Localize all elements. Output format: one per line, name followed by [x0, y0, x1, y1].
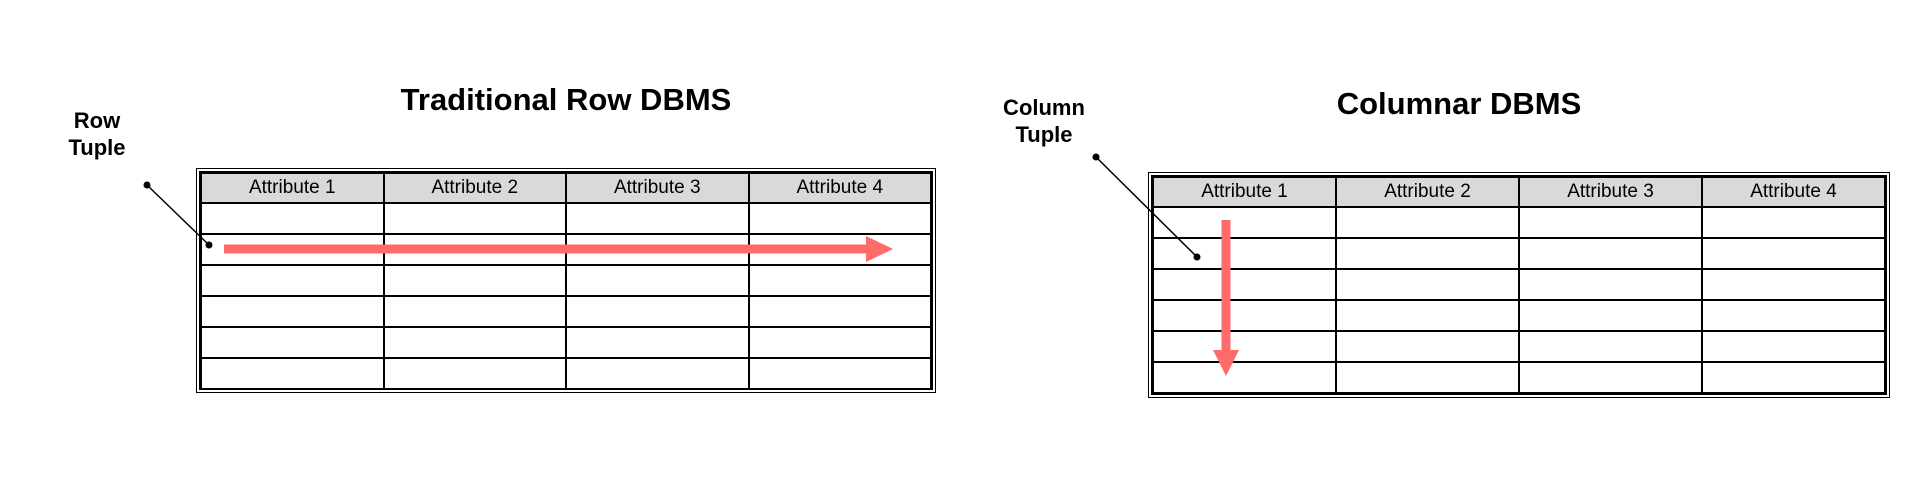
table-cell	[1518, 299, 1703, 332]
table-cell	[382, 326, 567, 359]
header-cell: Attribute 2	[1335, 176, 1520, 208]
table-cell	[1152, 206, 1337, 239]
table-row	[200, 233, 932, 266]
table-cell	[1701, 299, 1886, 332]
table-cell	[565, 264, 750, 297]
table-row	[200, 264, 932, 297]
column-tuple-callout: Column Tuple	[1003, 94, 1085, 148]
table-cell	[1701, 330, 1886, 363]
table-row	[200, 357, 932, 390]
table-row	[1152, 237, 1886, 270]
table-cell	[565, 326, 750, 359]
table-cell	[200, 233, 385, 266]
table-cell	[1335, 361, 1520, 394]
table-row	[200, 295, 932, 328]
header-cell: Attribute 4	[747, 172, 932, 204]
table-cell	[747, 357, 932, 390]
table-cell	[382, 295, 567, 328]
table-cell	[747, 326, 932, 359]
header-cell: Attribute 3	[1518, 176, 1703, 208]
header-cell: Attribute 2	[382, 172, 567, 204]
column-tuple-callout-line2: Tuple	[1015, 122, 1073, 147]
table-cell	[747, 202, 932, 235]
table-cell	[565, 233, 750, 266]
table-cell	[382, 233, 567, 266]
column-tuple-callout-line1: Column	[1003, 95, 1085, 120]
table-cell	[1335, 268, 1520, 301]
table-cell	[1152, 268, 1337, 301]
table-cell	[200, 264, 385, 297]
row-tuple-callout: Row Tuple	[68, 107, 125, 161]
table-cell	[1152, 361, 1337, 394]
header-row: Attribute 1 Attribute 2 Attribute 3 Attr…	[1152, 176, 1886, 208]
table-cell	[565, 202, 750, 235]
header-cell: Attribute 1	[1152, 176, 1337, 208]
table-cell	[1518, 268, 1703, 301]
table-cell	[200, 202, 385, 235]
table-cell	[1701, 206, 1886, 239]
table-cell	[382, 357, 567, 390]
table-cell	[382, 202, 567, 235]
table-cell	[1152, 299, 1337, 332]
table-cell	[747, 233, 932, 266]
column-tuple-leader-start-dot	[1092, 153, 1100, 161]
table-cell	[747, 264, 932, 297]
table-row	[200, 326, 932, 359]
table-cell	[200, 357, 385, 390]
table-cell	[1701, 361, 1886, 394]
table-cell	[1518, 206, 1703, 239]
row-tuple-leader-start-dot	[143, 181, 151, 189]
table-cell	[747, 295, 932, 328]
table-row	[1152, 330, 1886, 363]
table-row	[1152, 206, 1886, 239]
table-cell	[1152, 330, 1337, 363]
table-row	[200, 202, 932, 235]
row-dbms-table: Attribute 1 Attribute 2 Attribute 3 Attr…	[196, 168, 936, 393]
table-cell	[1335, 237, 1520, 270]
table-row	[1152, 299, 1886, 332]
table-cell	[1701, 237, 1886, 270]
header-cell: Attribute 4	[1701, 176, 1886, 208]
header-cell: Attribute 1	[200, 172, 385, 204]
table-row	[1152, 361, 1886, 394]
table-row	[1152, 268, 1886, 301]
row-dbms-title: Traditional Row DBMS	[400, 82, 732, 117]
table-cell	[1335, 330, 1520, 363]
table-cell	[1701, 268, 1886, 301]
table-cell	[1335, 299, 1520, 332]
row-tuple-callout-line2: Tuple	[68, 135, 126, 160]
table-cell	[1518, 237, 1703, 270]
table-cell	[1152, 237, 1337, 270]
columnar-dbms-title: Columnar DBMS	[1336, 86, 1582, 121]
header-row: Attribute 1 Attribute 2 Attribute 3 Attr…	[200, 172, 932, 204]
columnar-dbms-table: Attribute 1 Attribute 2 Attribute 3 Attr…	[1148, 172, 1890, 398]
table-cell	[565, 295, 750, 328]
table-cell	[200, 326, 385, 359]
table-cell	[200, 295, 385, 328]
row-tuple-callout-line1: Row	[73, 108, 121, 133]
table-cell	[382, 264, 567, 297]
table-cell	[565, 357, 750, 390]
table-cell	[1518, 361, 1703, 394]
header-cell: Attribute 3	[565, 172, 750, 204]
table-cell	[1335, 206, 1520, 239]
table-cell	[1518, 330, 1703, 363]
